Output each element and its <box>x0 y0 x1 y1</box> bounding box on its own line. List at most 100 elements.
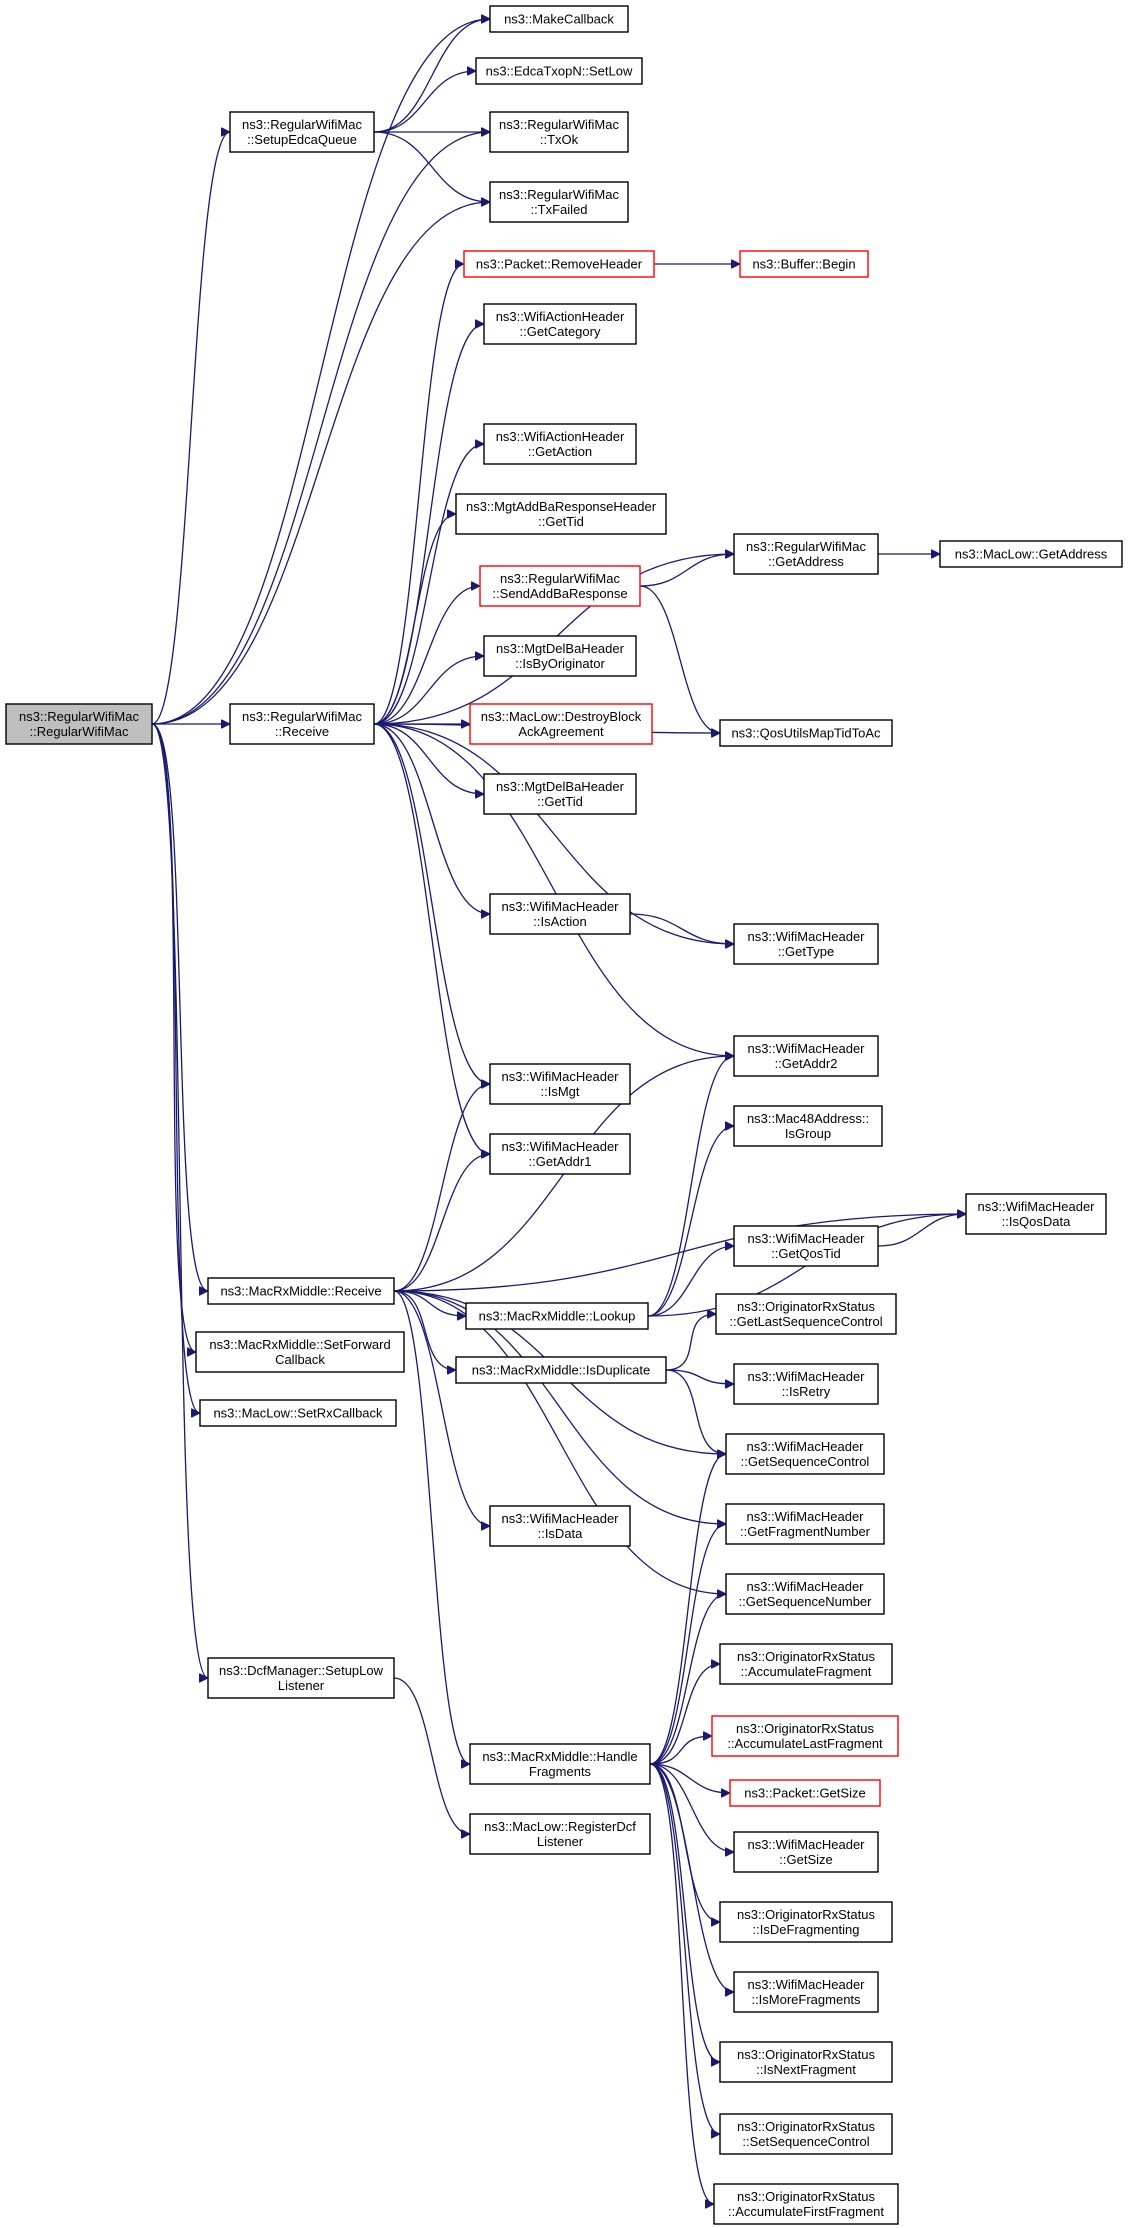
node-getseqcontrol[interactable]: ns3::WifiMacHeader::GetSequenceControl <box>725 1433 885 1475</box>
node-accumfrag[interactable]: ns3::OriginatorRxStatus::AccumulateFragm… <box>719 1643 893 1685</box>
node-isqosdata[interactable]: ns3::WifiMacHeader::IsQosData <box>965 1193 1107 1235</box>
node-box[interactable] <box>229 111 375 153</box>
node-sendaddba[interactable]: ns3::RegularWifiMac::SendAddBaResponse <box>479 565 641 607</box>
node-receive[interactable]: ns3::RegularWifiMac::Receive <box>229 703 375 745</box>
node-box[interactable] <box>739 250 869 278</box>
node-box[interactable] <box>733 533 879 575</box>
node-box[interactable] <box>469 1743 651 1785</box>
node-box[interactable] <box>465 1302 649 1330</box>
node-setupedca[interactable]: ns3::RegularWifiMac::SetupEdcaQueue <box>229 111 375 153</box>
node-isretry[interactable]: ns3::WifiMacHeader::IsRetry <box>733 1363 879 1405</box>
node-box[interactable] <box>719 1901 893 1943</box>
node-box[interactable] <box>719 2041 893 2083</box>
node-box[interactable] <box>489 181 629 223</box>
node-box[interactable] <box>469 1813 651 1855</box>
node-ismorefrag[interactable]: ns3::WifiMacHeader::IsMoreFragments <box>733 1971 879 2013</box>
node-box[interactable] <box>463 250 655 278</box>
node-box[interactable] <box>483 635 637 677</box>
node-box[interactable] <box>455 1356 667 1384</box>
node-root[interactable]: ns3::RegularWifiMac::RegularWifiMac <box>5 703 153 745</box>
node-box[interactable] <box>489 893 631 935</box>
node-box[interactable] <box>733 1971 879 2013</box>
node-accumfirst[interactable]: ns3::OriginatorRxStatus::AccumulateFirst… <box>713 2183 899 2225</box>
node-box[interactable] <box>733 1105 883 1147</box>
node-isgroup[interactable]: ns3::Mac48Address::IsGroup <box>733 1105 883 1147</box>
node-txfailed[interactable]: ns3::RegularWifiMac::TxFailed <box>489 181 629 223</box>
node-getaction[interactable]: ns3::WifiActionHeader::GetAction <box>483 423 637 465</box>
node-getaddr2[interactable]: ns3::WifiMacHeader::GetAddr2 <box>733 1035 879 1077</box>
node-box[interactable] <box>733 1831 879 1873</box>
node-isbyoriginator[interactable]: ns3::MgtDelBaHeader::IsByOriginator <box>483 635 637 677</box>
node-getaddress[interactable]: ns3::RegularWifiMac::GetAddress <box>733 533 879 575</box>
node-box[interactable] <box>489 5 629 33</box>
node-ismgt[interactable]: ns3::WifiMacHeader::IsMgt <box>489 1063 631 1105</box>
node-box[interactable] <box>195 1331 405 1373</box>
node-box[interactable] <box>489 111 629 153</box>
node-box[interactable] <box>719 2113 893 2155</box>
node-setlow[interactable]: ns3::EdcaTxopN::SetLow <box>475 57 643 85</box>
node-box[interactable] <box>725 1503 885 1545</box>
node-box[interactable] <box>711 1715 899 1757</box>
node-box[interactable] <box>5 703 153 745</box>
node-addbatid[interactable]: ns3::MgtAddBaResponseHeader::GetTid <box>455 493 667 535</box>
node-packetgetsize[interactable]: ns3::Packet::GetSize <box>729 1779 881 1807</box>
node-accumlast[interactable]: ns3::OriginatorRxStatus::AccumulateLastF… <box>711 1715 899 1757</box>
node-rxreceive[interactable]: ns3::MacRxMiddle::Receive <box>207 1277 395 1305</box>
node-hdrgetsize[interactable]: ns3::WifiMacHeader::GetSize <box>733 1831 879 1873</box>
node-box[interactable] <box>455 493 667 535</box>
node-box[interactable] <box>733 1363 879 1405</box>
node-box[interactable] <box>489 1063 631 1105</box>
node-box[interactable] <box>483 303 637 345</box>
node-getseqnum[interactable]: ns3::WifiMacHeader::GetSequenceNumber <box>725 1573 885 1615</box>
node-isaction[interactable]: ns3::WifiMacHeader::IsAction <box>489 893 631 935</box>
node-box[interactable] <box>719 719 893 747</box>
node-box[interactable] <box>733 1225 879 1267</box>
node-box[interactable] <box>713 2183 899 2225</box>
node-box[interactable] <box>469 703 653 745</box>
node-maclowgetaddress[interactable]: ns3::MacLow::GetAddress <box>939 540 1123 568</box>
node-gettype[interactable]: ns3::WifiMacHeader::GetType <box>733 923 879 965</box>
node-isduplicate[interactable]: ns3::MacRxMiddle::IsDuplicate <box>455 1356 667 1384</box>
node-lookup[interactable]: ns3::MacRxMiddle::Lookup <box>465 1302 649 1330</box>
node-box[interactable] <box>229 703 375 745</box>
node-box[interactable] <box>725 1433 885 1475</box>
node-box[interactable] <box>483 423 637 465</box>
node-getqostid[interactable]: ns3::WifiMacHeader::GetQosTid <box>733 1225 879 1267</box>
node-setrxcallback[interactable]: ns3::MacLow::SetRxCallback <box>199 1399 397 1427</box>
node-box[interactable] <box>479 565 641 607</box>
node-isdefrag[interactable]: ns3::OriginatorRxStatus::IsDeFragmenting <box>719 1901 893 1943</box>
node-makecallback[interactable]: ns3::MakeCallback <box>489 5 629 33</box>
node-isnextfrag[interactable]: ns3::OriginatorRxStatus::IsNextFragment <box>719 2041 893 2083</box>
node-getaddr1[interactable]: ns3::WifiMacHeader::GetAddr1 <box>489 1133 631 1175</box>
node-box[interactable] <box>733 923 879 965</box>
node-box[interactable] <box>207 1657 395 1699</box>
node-txok[interactable]: ns3::RegularWifiMac::TxOk <box>489 111 629 153</box>
node-box[interactable] <box>483 773 637 815</box>
node-getcategory[interactable]: ns3::WifiActionHeader::GetCategory <box>483 303 637 345</box>
node-box[interactable] <box>199 1399 397 1427</box>
node-box[interactable] <box>207 1277 395 1305</box>
node-box[interactable] <box>965 1193 1107 1235</box>
node-box[interactable] <box>733 1035 879 1077</box>
node-box[interactable] <box>475 57 643 85</box>
node-getlastseq[interactable]: ns3::OriginatorRxStatus::GetLastSequence… <box>715 1293 897 1335</box>
node-delbatid[interactable]: ns3::MgtDelBaHeader::GetTid <box>483 773 637 815</box>
node-box[interactable] <box>715 1293 897 1335</box>
node-removeheader[interactable]: ns3::Packet::RemoveHeader <box>463 250 655 278</box>
node-box[interactable] <box>489 1505 631 1547</box>
node-qosutils[interactable]: ns3::QosUtilsMapTidToAc <box>719 719 893 747</box>
node-isdata[interactable]: ns3::WifiMacHeader::IsData <box>489 1505 631 1547</box>
node-box[interactable] <box>729 1779 881 1807</box>
node-box[interactable] <box>725 1573 885 1615</box>
node-setseqcontrol[interactable]: ns3::OriginatorRxStatus::SetSequenceCont… <box>719 2113 893 2155</box>
node-box[interactable] <box>939 540 1123 568</box>
node-box[interactable] <box>719 1643 893 1685</box>
node-bufferbegin[interactable]: ns3::Buffer::Begin <box>739 250 869 278</box>
node-box[interactable] <box>489 1133 631 1175</box>
node-getfragnum[interactable]: ns3::WifiMacHeader::GetFragmentNumber <box>725 1503 885 1545</box>
